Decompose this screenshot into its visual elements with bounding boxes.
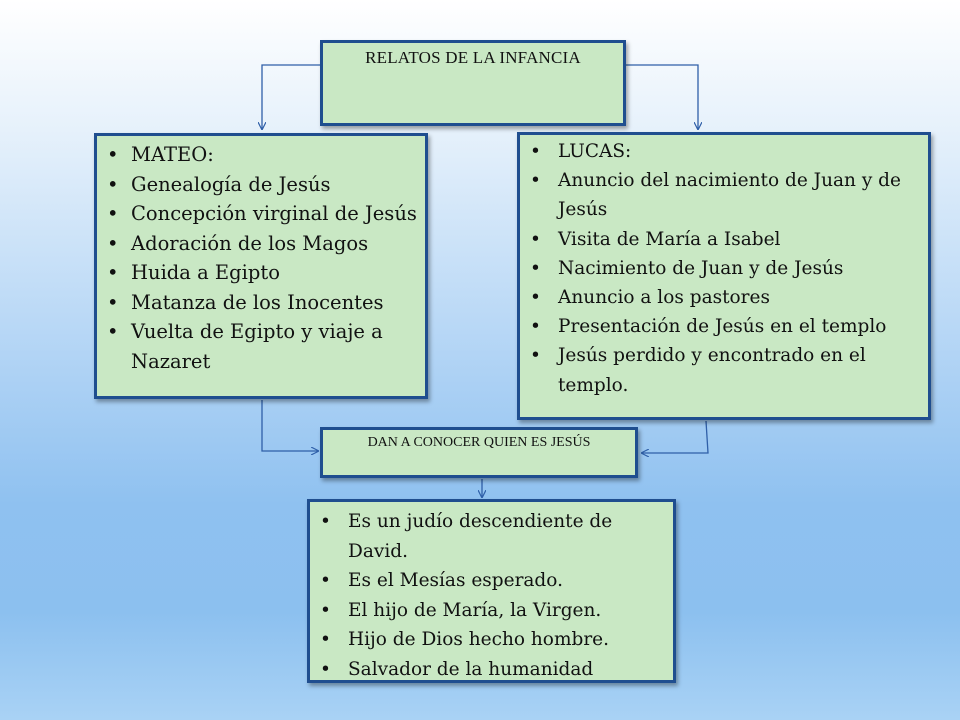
mateo-item: Genealogía de Jesús [97, 170, 425, 200]
lucas-item: Nacimiento de Juan y de Jesús [520, 254, 928, 283]
lucas-item: Visita de María a Isabel [520, 225, 928, 254]
result-list: Es un judío descendiente de David. Es el… [310, 502, 673, 684]
lucas-item: LUCAS: [520, 137, 928, 166]
middle-box: DAN A CONOCER QUIEN ES JESÚS [320, 427, 638, 478]
mateo-item: Vuelta de Egipto y viaje a Nazaret [97, 317, 425, 376]
lucas-box: LUCAS: Anuncio del nacimiento de Juan y … [517, 132, 931, 420]
connector-lucas-to-middle [642, 420, 709, 453]
mateo-list: MATEO: Genealogía de Jesús Concepción vi… [97, 136, 425, 376]
mateo-item: Concepción virginal de Jesús [97, 199, 425, 229]
connector-mateo-to-middle [261, 400, 318, 451]
result-item: Es un judío descendiente de David. [310, 507, 673, 566]
mateo-item: Huida a Egipto [97, 258, 425, 288]
mateo-item: Adoración de los Magos [97, 229, 425, 259]
lucas-item: Anuncio a los pastores [520, 283, 928, 312]
result-item: Es el Mesías esperado. [310, 566, 673, 596]
connector-title-to-lucas [626, 64, 698, 129]
mateo-item: MATEO: [97, 140, 425, 170]
result-box: Es un judío descendiente de David. Es el… [307, 499, 676, 684]
mateo-box: MATEO: Genealogía de Jesús Concepción vi… [94, 133, 428, 399]
connector-title-to-mateo [262, 64, 320, 129]
mateo-item: Matanza de los Inocentes [97, 288, 425, 318]
result-item: Hijo de Dios hecho hombre. [310, 625, 673, 655]
lucas-item: Jesús perdido y encontrado en el templo. [520, 341, 928, 399]
result-item: Salvador de la humanidad [310, 655, 673, 685]
lucas-item: Presentación de Jesús en el templo [520, 312, 928, 341]
result-item: El hijo de María, la Virgen. [310, 596, 673, 626]
middle-text: DAN A CONOCER QUIEN ES JESÚS [367, 435, 591, 450]
lucas-list: LUCAS: Anuncio del nacimiento de Juan y … [520, 135, 928, 400]
lucas-item: Anuncio del nacimiento de Juan y de Jesú… [520, 166, 928, 224]
title-box: RELATOS DE LA INFANCIA [320, 40, 626, 126]
title-text: RELATOS DE LA INFANCIA [365, 48, 581, 67]
